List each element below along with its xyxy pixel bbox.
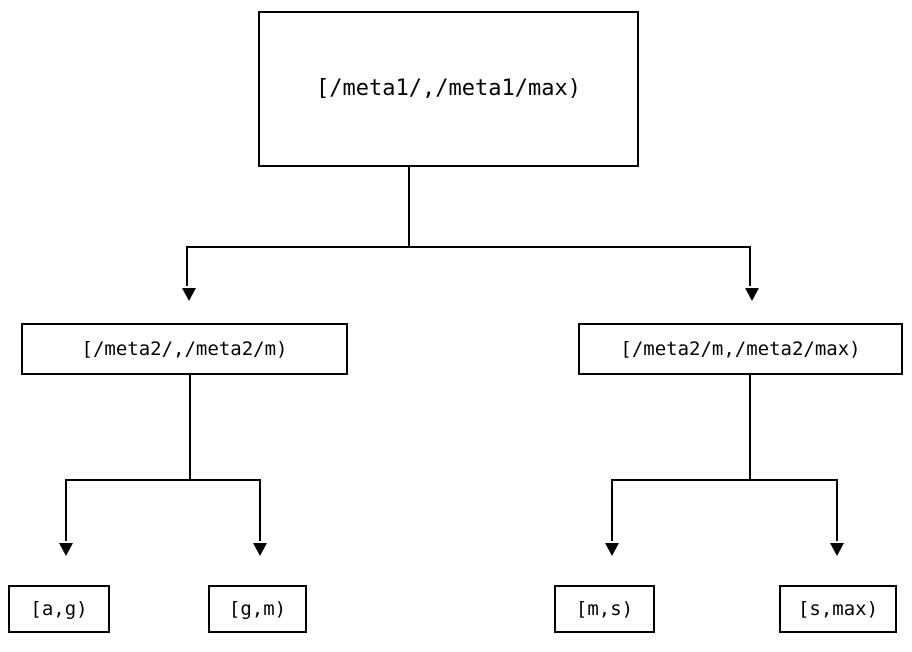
tree-leaf-a-g-label: [a,g) — [30, 597, 88, 620]
edge-root-stem — [408, 167, 410, 247]
arrowhead-l1left-to-gm-icon — [253, 543, 267, 556]
tree-node-meta2-lower[interactable]: [/meta2/,/meta2/m) — [21, 323, 348, 375]
edge-l1left-gm-drop — [259, 479, 261, 541]
edge-l1right-stem — [749, 375, 751, 480]
arrowhead-l1right-to-ms-icon — [605, 543, 619, 556]
edge-root-left-drop — [186, 246, 188, 286]
edge-l1left-crossbar — [65, 479, 261, 481]
arrowhead-root-to-right-icon — [745, 288, 759, 301]
tree-leaf-g-m[interactable]: [g,m) — [208, 585, 307, 633]
tree-leaf-a-g[interactable]: [a,g) — [8, 585, 110, 633]
tree-node-meta2-upper-label: [/meta2/m,/meta2/max) — [620, 337, 861, 360]
edge-l1left-stem — [189, 375, 191, 480]
tree-leaf-g-m-label: [g,m) — [228, 597, 287, 620]
edge-l1right-ms-drop — [611, 479, 613, 541]
edge-l1right-crossbar — [611, 479, 838, 481]
arrowhead-l1left-to-ag-icon — [59, 543, 73, 556]
edge-root-crossbar — [186, 246, 751, 248]
edge-l1right-smax-drop — [836, 479, 838, 541]
edge-l1left-ag-drop — [65, 479, 67, 541]
tree-leaf-m-s-label: [m,s) — [575, 597, 634, 620]
tree-leaf-s-max[interactable]: [s,max) — [779, 585, 897, 633]
arrowhead-root-to-left-icon — [182, 288, 196, 301]
arrowhead-l1right-to-smax-icon — [830, 543, 844, 556]
tree-node-meta2-lower-label: [/meta2/,/meta2/m) — [81, 337, 288, 360]
edge-root-right-drop — [749, 246, 751, 286]
tree-leaf-s-max-label: [s,max) — [797, 597, 879, 620]
tree-node-root-label: [/meta1/,/meta1/max) — [316, 76, 581, 101]
tree-node-meta2-upper[interactable]: [/meta2/m,/meta2/max) — [578, 323, 903, 375]
tree-node-root[interactable]: [/meta1/,/meta1/max) — [258, 11, 639, 167]
tree-leaf-m-s[interactable]: [m,s) — [554, 585, 655, 633]
